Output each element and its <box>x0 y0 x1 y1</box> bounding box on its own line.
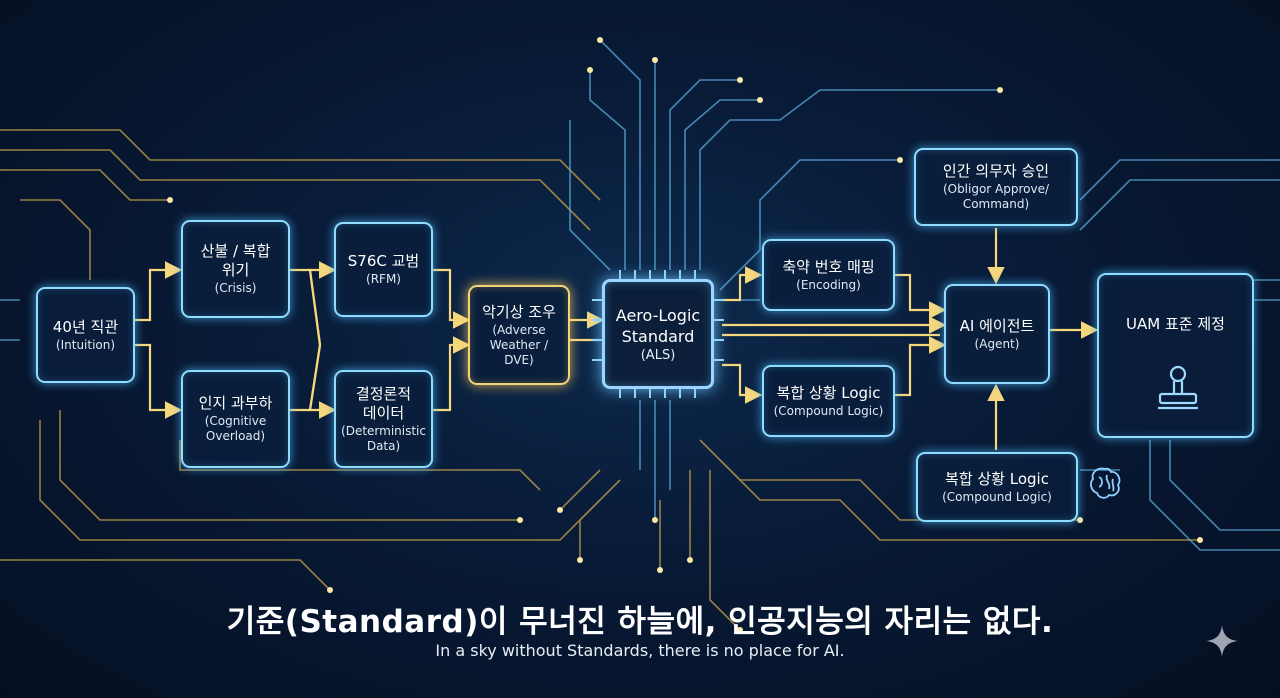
node-compound-logic-middle: 복합 상황 Logic (Compound Logic) <box>762 365 895 437</box>
node-obligor-approve: 인간 의무자 승인 (Obligor Approve/ Command) <box>914 148 1078 226</box>
node-subtitle: (Compound Logic) <box>942 489 1052 504</box>
node-subtitle: (Agent) <box>974 336 1020 351</box>
node-title: 결정론적 데이터 <box>355 384 412 422</box>
node-subtitle: (Deterministic Data) <box>341 423 426 453</box>
brain-icon <box>1090 467 1121 499</box>
node-subtitle: (Cognitive Overload) <box>204 414 267 443</box>
sparkle-icon <box>1206 625 1238 657</box>
node-adverse-weather: 악기상 조우 (Adverse Weather / DVE) <box>468 285 570 385</box>
node-title: AI 에이전트 <box>959 316 1035 335</box>
node-subtitle: (RFM) <box>366 272 401 286</box>
node-title: 40년 직관 <box>52 317 119 336</box>
node-title: 복합 상황 Logic <box>776 383 881 402</box>
node-intuition: 40년 직관 (Intuition) <box>36 287 135 383</box>
subline: In a sky without Standards, there is no … <box>435 641 845 660</box>
chip-subtitle: (ALS) <box>640 348 676 363</box>
chip-title: Aero-Logic Standard <box>615 306 701 346</box>
node-subtitle: (Encoding) <box>796 277 861 292</box>
node-ai-agent: AI 에이전트 (Agent) <box>944 284 1050 384</box>
node-subtitle: (Obligor Approve/ Command) <box>942 182 1050 211</box>
node-encoding: 축약 번호 매핑 (Encoding) <box>762 239 895 311</box>
node-title: 복합 상황 Logic <box>945 469 1049 488</box>
headline: 기준(Standard)이 무너진 하늘에, 인공지능의 자리는 없다. <box>226 604 1054 640</box>
als-chip: Aero-Logic Standard (ALS) <box>602 279 714 389</box>
node-title: UAM 표준 제정 <box>1126 315 1225 333</box>
node-title: 인간 의무자 승인 <box>942 162 1050 180</box>
node-cognitive-overload: 인지 과부하 (Cognitive Overload) <box>181 370 290 468</box>
node-title: 축약 번호 매핑 <box>782 257 875 276</box>
node-title: S76C 교범 <box>347 252 420 270</box>
node-subtitle: (Intuition) <box>55 337 116 352</box>
stamp-icon <box>1158 365 1198 410</box>
node-crisis: 산불 / 복합 위기 (Crisis) <box>181 220 290 318</box>
node-rfm: S76C 교범 (RFM) <box>334 222 433 317</box>
node-uam-standard: UAM 표준 제정 <box>1097 273 1254 438</box>
node-deterministic-data: 결정론적 데이터 (Deterministic Data) <box>334 370 433 468</box>
node-title: 악기상 조우 <box>482 302 556 321</box>
node-subtitle: (Crisis) <box>214 281 257 295</box>
node-title: 인지 과부하 <box>198 394 273 412</box>
node-title: 산불 / 복합 위기 <box>200 242 271 279</box>
node-compound-logic-right: 복합 상황 Logic (Compound Logic) <box>916 452 1078 522</box>
node-subtitle: (Adverse Weather / DVE) <box>489 322 549 367</box>
node-subtitle: (Compound Logic) <box>773 403 884 418</box>
